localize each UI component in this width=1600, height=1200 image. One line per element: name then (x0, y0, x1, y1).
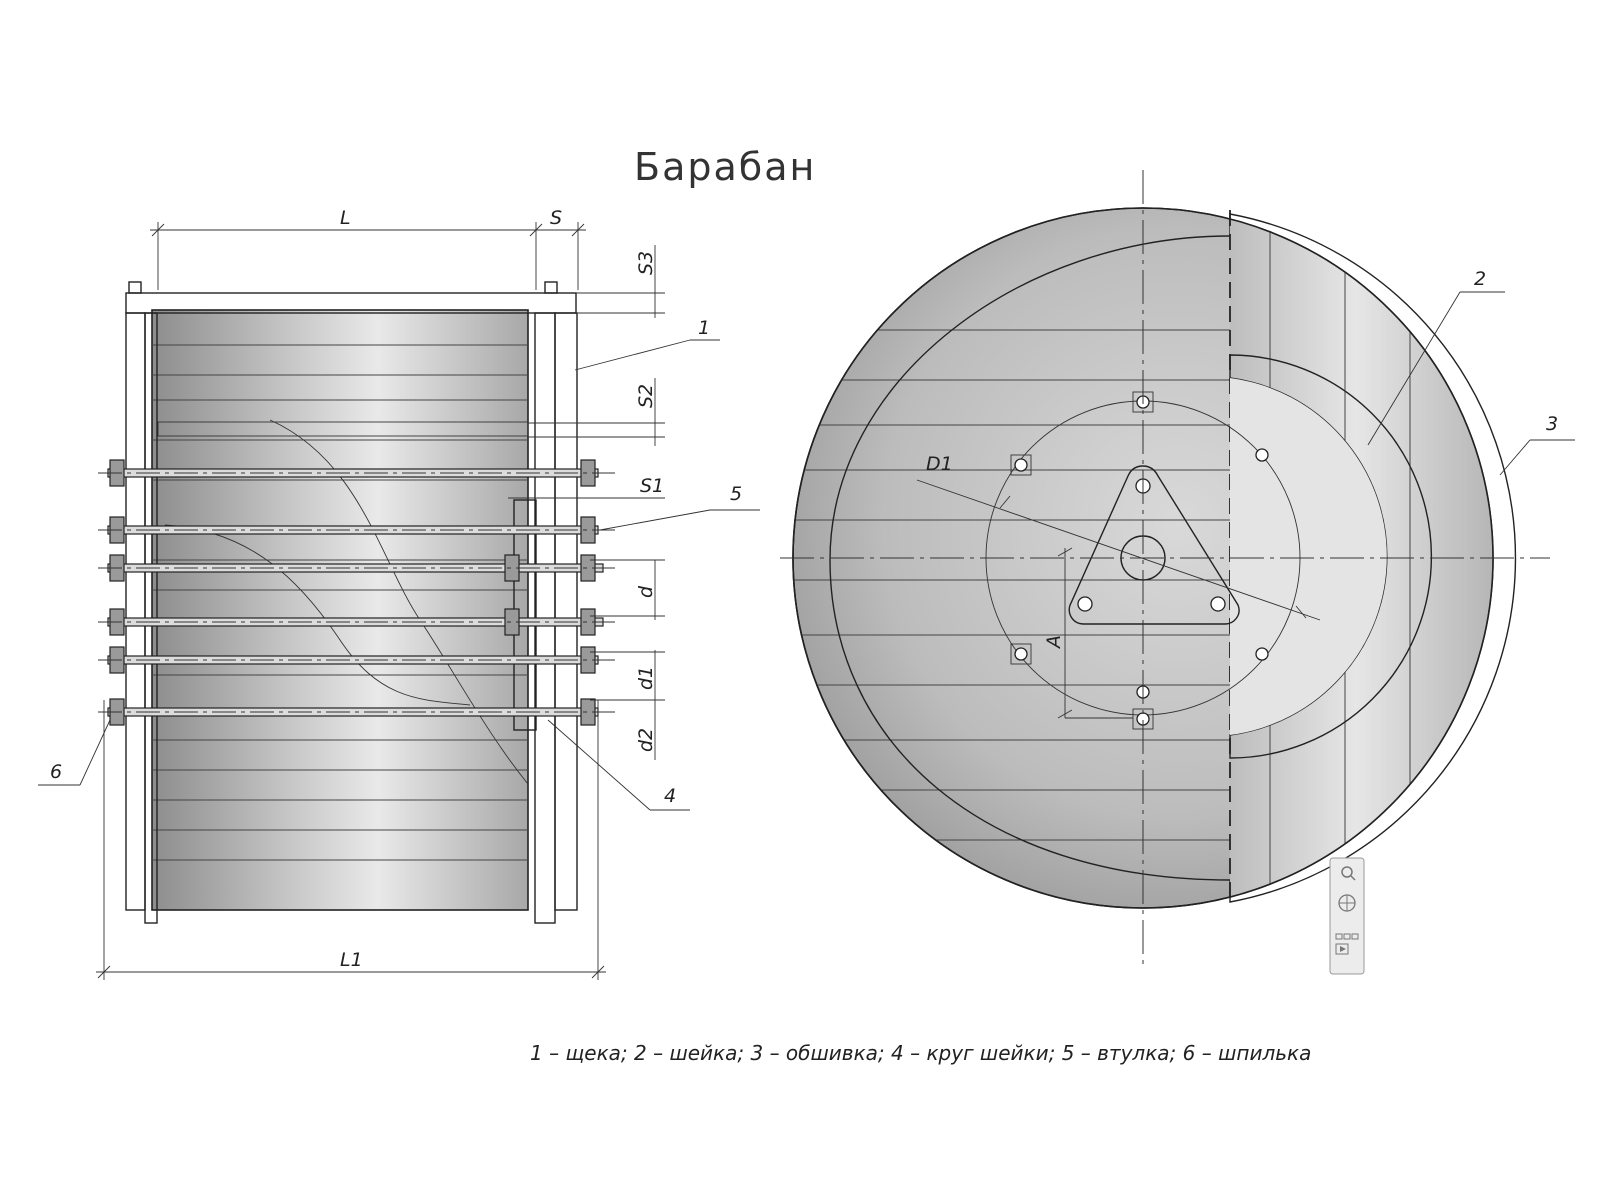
callout-3: 3 (1546, 413, 1558, 435)
dim-S-label: S (550, 207, 562, 229)
triangle-plate (1068, 465, 1240, 625)
nuts-left (109, 459, 125, 726)
dim-d2-label: d2 (635, 728, 657, 752)
side-view: L S S3 S2 S1 d d1 d2 (38, 207, 760, 980)
dim-L1: L1 (96, 700, 606, 980)
callouts-front: 2 3 (1367, 268, 1575, 476)
dim-S1-label: S1 (640, 475, 664, 497)
plank-lines (152, 344, 528, 861)
callout-6: 6 (50, 761, 62, 783)
callout-4: 4 (664, 785, 676, 807)
dim-S2-label: S2 (635, 384, 657, 408)
zoom-icon[interactable] (1341, 866, 1353, 878)
grid-icon[interactable] (1335, 933, 1343, 940)
viewer-toolbar[interactable] (1329, 857, 1365, 975)
callouts-side: 1 5 4 6 (38, 317, 760, 811)
dim-L: L S (150, 207, 586, 290)
front-view: D1 A 2 3 (780, 170, 1575, 970)
callout-1: 1 (698, 317, 710, 339)
dim-A-label: A (1043, 635, 1065, 650)
dim-d1-label: d1 (635, 666, 657, 690)
dim-d-label: d (635, 585, 657, 598)
dim-D1-label: D1 (926, 453, 953, 475)
left-cheek (125, 312, 146, 911)
top-lining (125, 292, 577, 314)
play-icon[interactable] (1335, 943, 1349, 955)
drawing-title: Барабан (634, 145, 816, 189)
drum-body (151, 309, 529, 911)
dim-D1: D1 (916, 453, 1321, 621)
dim-L1-label: L1 (340, 949, 363, 971)
dim-L-label: L (340, 207, 351, 229)
callout-2: 2 (1474, 268, 1486, 290)
callout-5: 5 (730, 483, 742, 505)
legend-text: 1 – щека; 2 – шейка; 3 – обшивка; 4 – кр… (530, 1041, 1311, 1065)
dim-S3-label: S3 (635, 251, 657, 275)
dim-A: A (1043, 547, 1133, 719)
stud-axes (98, 472, 615, 713)
right-cheek (554, 312, 578, 911)
dim-right: S3 S2 S1 d d1 d2 (508, 245, 665, 760)
